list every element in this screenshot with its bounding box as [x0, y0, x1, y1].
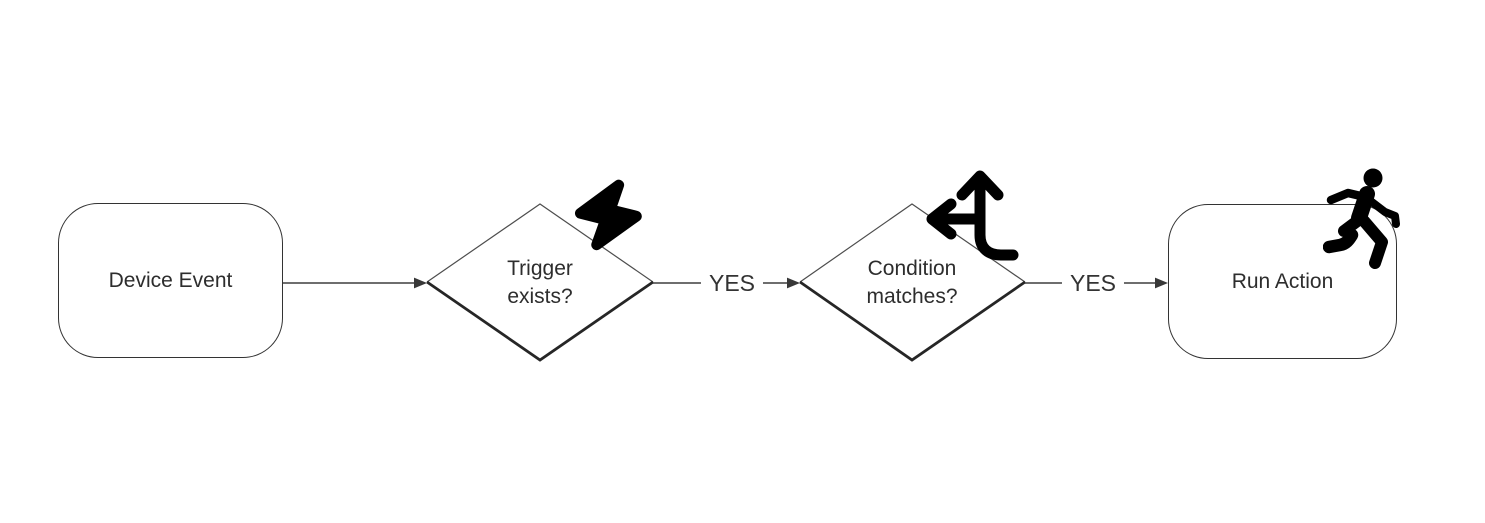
node-device-event[interactable]: Device Event: [58, 203, 283, 358]
node-device-event-label: Device Event: [108, 268, 233, 292]
running-person-icon: [1323, 168, 1400, 269]
arrowhead-1: [414, 277, 427, 289]
fork-arrows-icon: [926, 170, 1019, 261]
node-condition-matches-label: Condition matches?: [866, 257, 958, 308]
node-run-action[interactable]: Run Action: [1168, 204, 1397, 359]
arrowhead-2: [787, 277, 800, 289]
node-trigger-exists-label: Trigger exists?: [507, 257, 573, 308]
edge-label-yes-2: YES: [1061, 270, 1125, 296]
edge-label-yes-1: YES: [700, 270, 764, 296]
lightning-icon: [574, 179, 642, 251]
node-run-action-label: Run Action: [1231, 269, 1334, 293]
arrowhead-3: [1155, 277, 1168, 289]
